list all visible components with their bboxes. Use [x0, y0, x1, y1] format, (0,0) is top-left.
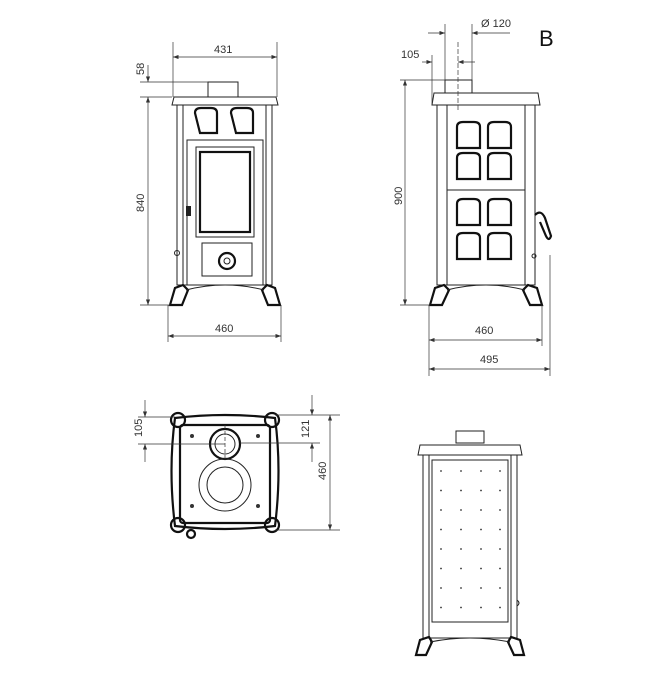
- top-view: 105 121 460: [133, 395, 340, 540]
- dim-height: 900: [393, 187, 405, 205]
- dim-width-base: 460: [475, 325, 493, 337]
- vent-window: [229, 106, 255, 135]
- body: [422, 454, 518, 639]
- rivet-dot: [480, 470, 482, 472]
- dim-flue-height: 58: [135, 63, 147, 75]
- top-outline: [170, 413, 280, 531]
- rivet-dot: [440, 567, 442, 570]
- foot-left: [428, 283, 451, 307]
- foot-left: [414, 635, 434, 657]
- foot-right: [260, 283, 282, 307]
- rivet-dot: [480, 528, 482, 531]
- rivet-dot: [480, 606, 482, 609]
- rivet-dot: [499, 489, 501, 492]
- foot-right: [521, 283, 544, 307]
- rivet-dot: [460, 606, 462, 609]
- flue-pipe: [207, 81, 239, 98]
- rivet-dot: [499, 528, 501, 531]
- dim-flue-offset: 105: [401, 49, 419, 61]
- rivet-dot: [460, 470, 462, 472]
- rivet-dot: [499, 567, 501, 570]
- rivet-dot: [480, 567, 482, 570]
- dim-flue-diameter: Ø 120: [481, 18, 511, 30]
- sheet-label: B: [539, 26, 554, 51]
- rivet-dot: [440, 606, 442, 609]
- rivet-dot: [440, 470, 442, 472]
- top-plate: [417, 444, 523, 456]
- door-handle: [186, 206, 191, 216]
- ash-door: [201, 242, 253, 277]
- body: [436, 104, 536, 286]
- rivet-dot: [480, 489, 482, 492]
- rivet-dot: [460, 587, 462, 589]
- rivet-dot: [440, 548, 442, 550]
- vent-window: [193, 106, 219, 135]
- rivet-dot: [480, 587, 482, 589]
- body: [176, 104, 273, 286]
- rivet-dot: [499, 587, 501, 589]
- rivet-dot: [499, 509, 501, 511]
- front-view: 431 58 840 460: [135, 42, 282, 342]
- rivet-dot: [440, 587, 442, 589]
- dim-width-top: 431: [214, 44, 232, 56]
- rivet-dot: [460, 548, 462, 550]
- rivet-dot: [480, 548, 482, 550]
- dot-grid: [440, 470, 501, 609]
- rivet-dot: [440, 528, 442, 531]
- knob: [185, 528, 197, 540]
- flue-pipe: [444, 79, 473, 94]
- dim-depth: 460: [317, 462, 329, 480]
- tile-grid: [455, 120, 513, 261]
- dim-width-total: 495: [480, 354, 498, 366]
- glass-window: [198, 150, 252, 234]
- air-control-knob: [217, 251, 237, 271]
- foot-left: [168, 283, 190, 307]
- dim-width-base: 460: [215, 323, 233, 335]
- rivet-dot: [499, 470, 501, 472]
- rear-view: [414, 430, 526, 657]
- dim-flue-offset-side: 121: [300, 420, 312, 438]
- rivet-dot: [499, 548, 501, 550]
- rivet-dot: [460, 509, 462, 511]
- rear-panel: [431, 459, 509, 623]
- rivet-dot: [460, 528, 462, 531]
- foot-right: [506, 635, 526, 657]
- dim-height: 840: [135, 194, 147, 212]
- rivet-dot: [440, 489, 442, 492]
- dim-flue-offset: 105: [133, 419, 145, 437]
- rivet-dot: [440, 509, 442, 511]
- flue-pipe: [455, 430, 485, 444]
- rivet-dot: [480, 509, 482, 511]
- side-handle: [534, 211, 553, 241]
- side-view: Ø 120 105 900 460 495: [393, 18, 553, 376]
- rivet-dot: [460, 567, 462, 570]
- rivet-dot: [499, 606, 501, 609]
- rivet-dot: [460, 489, 462, 492]
- top-plate: [171, 96, 279, 106]
- top-plate: [431, 92, 541, 106]
